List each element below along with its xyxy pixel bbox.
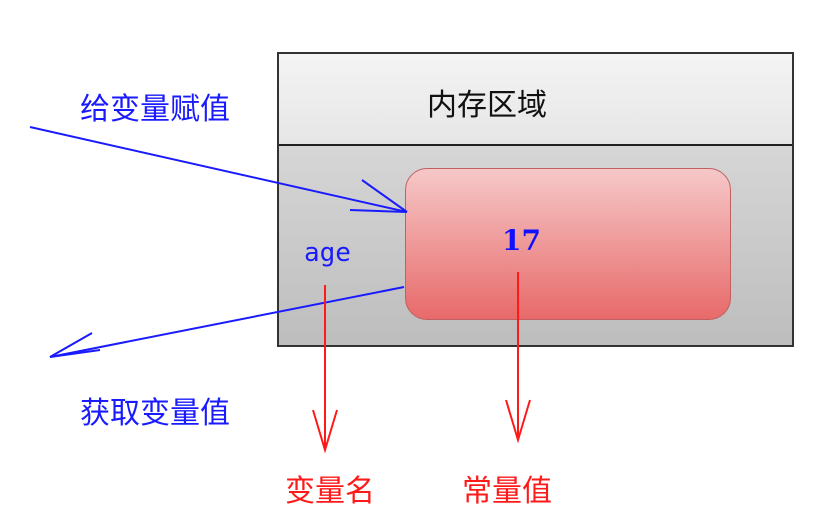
variable-name: age [304,238,351,268]
value-cell: 17 [405,168,731,320]
name-arrowhead [312,409,338,454]
memory-region-title: 内存区域 [427,88,547,123]
read-arrow [49,286,405,358]
constant-value-label: 常量值 [462,474,552,509]
memory-region: 内存区域 age 17 [277,52,794,347]
value-text: 17 [502,224,541,257]
value-arrowhead [505,399,531,444]
assign-arrow [29,126,408,213]
memory-region-header: 内存区域 [279,54,792,146]
assign-label: 给变量赋值 [80,92,230,127]
memory-region-body: age 17 [279,146,792,345]
read-arrowhead [49,349,101,358]
assign-arrowhead [349,209,408,213]
variable-name-label: 变量名 [285,474,375,509]
read-arrowhead [49,332,93,358]
assign-arrowhead [361,179,408,213]
read-label: 获取变量值 [80,396,230,431]
